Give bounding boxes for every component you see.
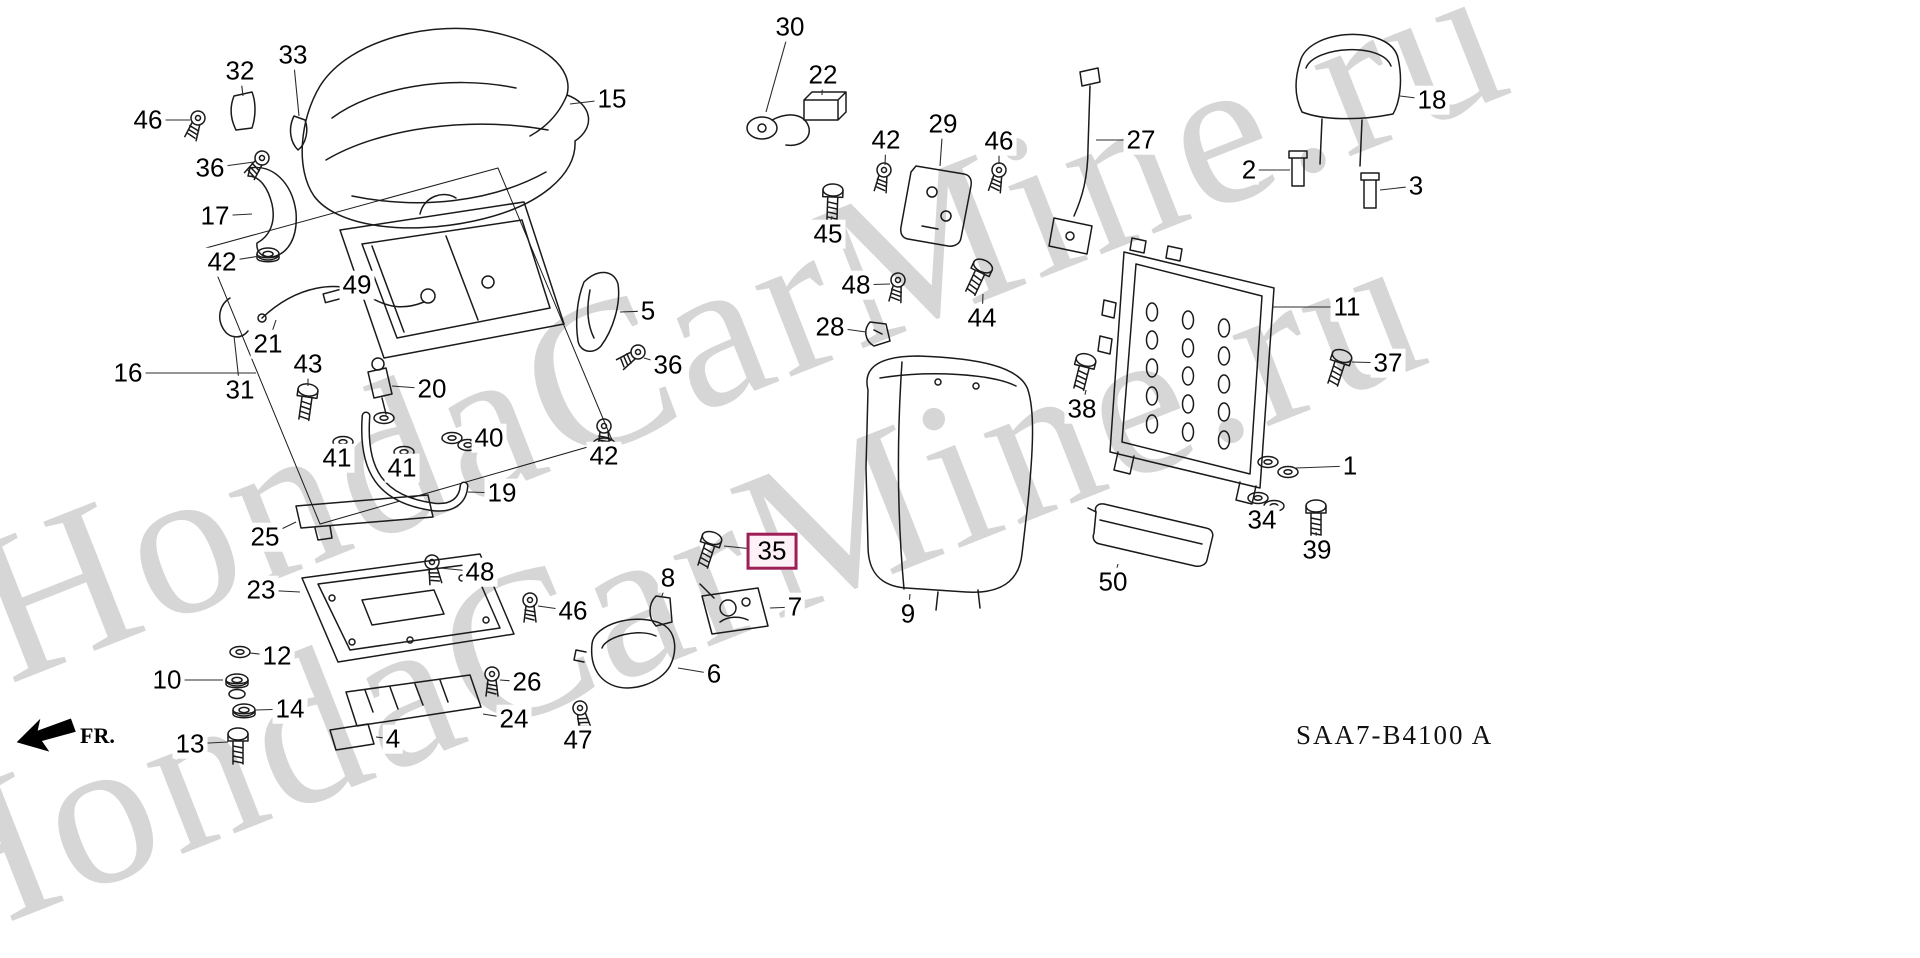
part-callout-17[interactable]: 17 [197,202,233,231]
part-callout-25[interactable]: 25 [247,523,283,552]
part-callout-7[interactable]: 7 [784,593,806,622]
part-callout-36[interactable]: 36 [192,154,228,183]
part-callout-10[interactable]: 10 [149,666,185,695]
part-callout-8[interactable]: 8 [657,564,679,593]
part-callout-22[interactable]: 22 [805,61,841,90]
fr-arrow-icon [16,718,76,752]
part-callout-43[interactable]: 43 [290,350,326,379]
part-callout-16[interactable]: 16 [110,359,146,388]
part-callout-42[interactable]: 42 [586,442,622,471]
part-callout-26[interactable]: 26 [509,668,545,697]
part-callout-18[interactable]: 18 [1414,86,1450,115]
part-callout-37[interactable]: 37 [1370,349,1406,378]
part-callout-2[interactable]: 2 [1238,156,1260,185]
part-callout-1[interactable]: 1 [1339,452,1361,481]
part-callout-30[interactable]: 30 [772,13,808,42]
part-callout-13[interactable]: 13 [172,730,208,759]
diagram-code: SAA7-B4100 A [1296,720,1494,750]
part-callout-48[interactable]: 48 [838,271,874,300]
part-callout-46[interactable]: 46 [981,127,1017,156]
part-callout-46[interactable]: 46 [555,597,591,626]
fr-label: FR. [80,723,115,748]
part-callout-42[interactable]: 42 [204,248,240,277]
part-callout-14[interactable]: 14 [272,695,308,724]
part-callout-45[interactable]: 45 [810,220,846,249]
part-callout-50[interactable]: 50 [1095,568,1131,597]
part-callout-19[interactable]: 19 [484,479,520,508]
part-callout-42[interactable]: 42 [868,126,904,155]
part-callout-11[interactable]: 11 [1330,293,1364,322]
part-callout-48[interactable]: 48 [462,558,498,587]
part-callout-20[interactable]: 20 [414,375,450,404]
part-callout-33[interactable]: 33 [275,41,311,70]
part-callout-28[interactable]: 28 [812,313,848,342]
part-callout-41[interactable]: 41 [319,444,355,473]
part-callout-4[interactable]: 4 [382,725,404,754]
part-callout-49[interactable]: 49 [339,271,375,300]
part-callout-31[interactable]: 31 [222,376,258,405]
part-callout-46[interactable]: 46 [130,106,166,135]
part-callout-23[interactable]: 23 [243,576,279,605]
part-callout-6[interactable]: 6 [703,660,725,689]
part-callout-32[interactable]: 32 [222,57,258,86]
part-callout-44[interactable]: 44 [964,304,1000,333]
part-callout-27[interactable]: 27 [1123,126,1159,155]
part-callout-21[interactable]: 21 [250,330,286,359]
part-callout-34[interactable]: 34 [1244,506,1280,535]
part-callout-29[interactable]: 29 [925,110,961,139]
part-callout-15[interactable]: 15 [594,85,630,114]
part-callout-36[interactable]: 36 [650,351,686,380]
part-callout-39[interactable]: 39 [1299,536,1335,565]
part-callout-9[interactable]: 9 [897,600,919,629]
part-callout-3[interactable]: 3 [1405,172,1427,201]
part-callout-47[interactable]: 47 [560,726,596,755]
part-callout-40[interactable]: 40 [471,424,507,453]
part-callout-5[interactable]: 5 [637,297,659,326]
fr-direction-indicator: FR. [14,714,115,758]
part-callout-38[interactable]: 38 [1064,395,1100,424]
part-callout-24[interactable]: 24 [496,705,532,734]
part-callout-12[interactable]: 12 [259,642,295,671]
part-callout-41[interactable]: 41 [384,454,420,483]
part-callout-35[interactable]: 35 [746,532,798,570]
